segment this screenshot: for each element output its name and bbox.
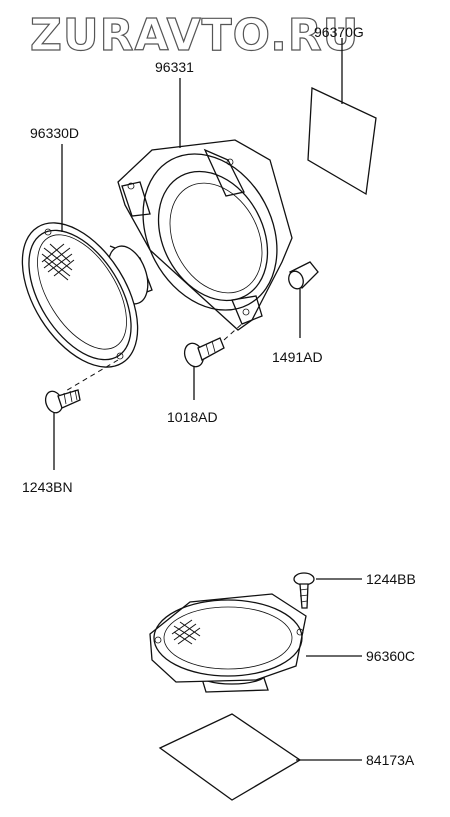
label-84173a: 84173A (366, 752, 415, 768)
screw-1244bb (293, 572, 362, 609)
label-96370g: 96370G (314, 24, 364, 40)
grille-96330d (41, 243, 75, 281)
label-1018ad: 1018AD (167, 409, 218, 425)
watermark-text: ZURAVTO.RU (30, 10, 359, 61)
bolt-1018ad (183, 321, 245, 400)
speaker-96330d (21, 144, 153, 393)
pad-96370g (307, 38, 377, 196)
label-1243bn: 1243BN (22, 479, 73, 495)
pad-84173a (158, 713, 362, 801)
label-1244bb: 1244BB (366, 571, 416, 587)
speaker-bracket-96331 (117, 78, 293, 331)
label-1491ad: 1491AD (272, 349, 323, 365)
screw-1243bn (44, 389, 81, 470)
label-96330d: 96330D (30, 125, 79, 141)
grille-96360c (171, 619, 201, 645)
label-96331: 96331 (155, 59, 194, 75)
label-96360c: 96360C (366, 648, 415, 664)
nut-1491ad (288, 261, 319, 338)
speaker-96360c (149, 593, 362, 693)
